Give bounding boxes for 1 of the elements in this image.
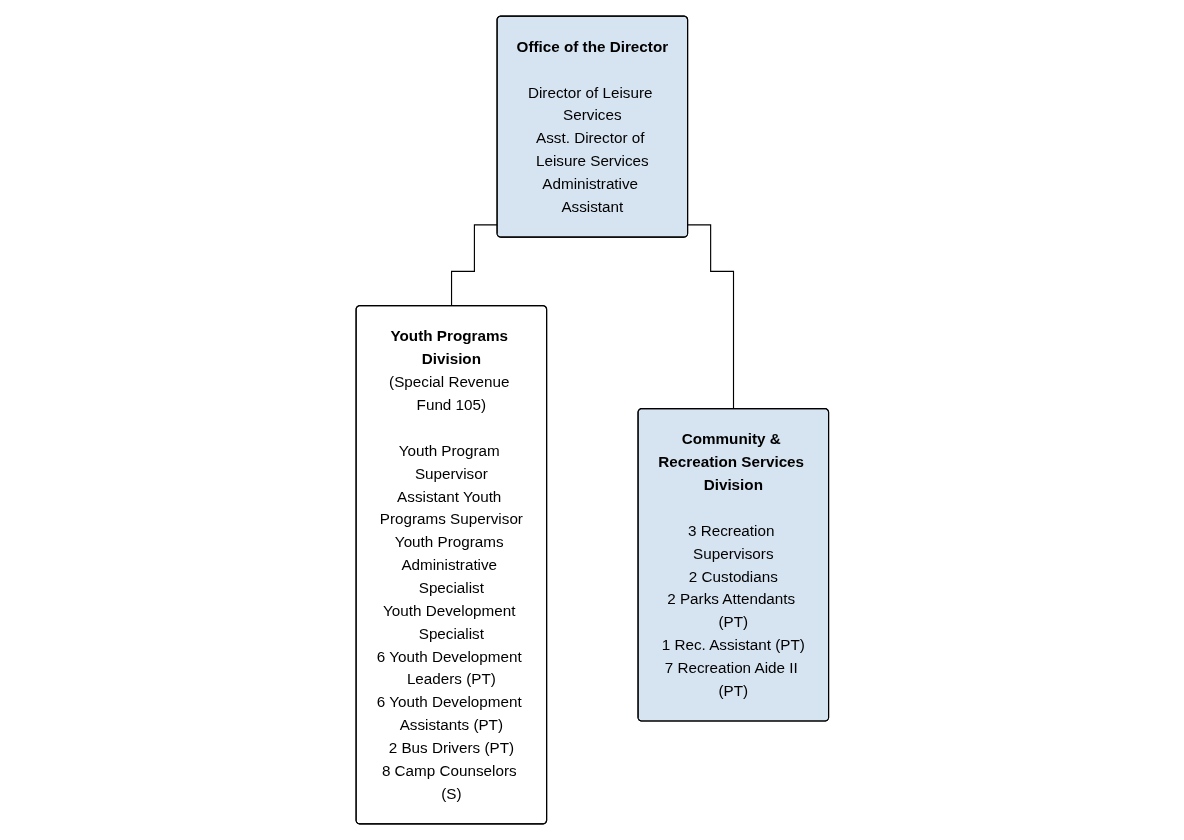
connector — [687, 224, 734, 410]
